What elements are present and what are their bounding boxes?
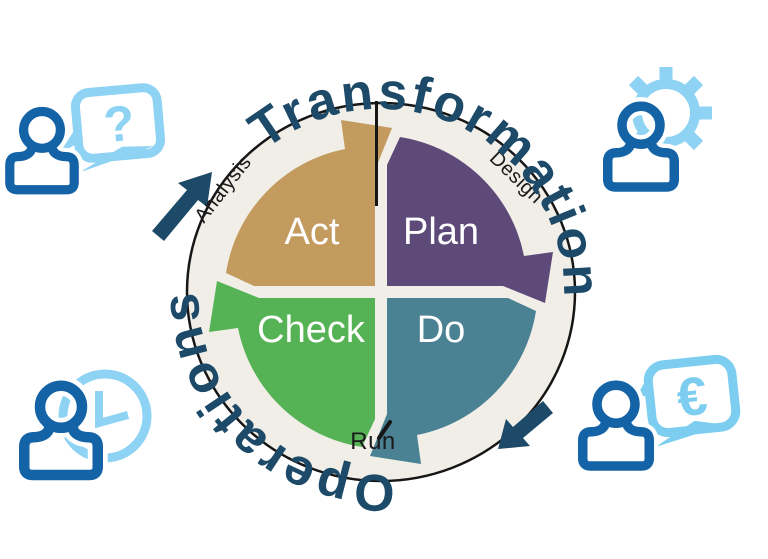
quadrant-do bbox=[370, 298, 536, 464]
ring-label-run: Run bbox=[350, 428, 396, 455]
person-gear-icon bbox=[608, 67, 712, 187]
bubble-frame bbox=[70, 83, 166, 163]
quadrant-act bbox=[226, 120, 392, 286]
clockwise-arrow-bottom-right bbox=[498, 401, 553, 449]
bubble-frame bbox=[643, 354, 741, 438]
person-euro-icon: € bbox=[583, 354, 741, 466]
question-mark-icon: ? bbox=[101, 95, 136, 153]
act-label: Act bbox=[285, 211, 340, 253]
do-label: Do bbox=[417, 309, 466, 351]
clockwise-arrow-top-left bbox=[152, 172, 212, 241]
person-question-icon: ? bbox=[10, 83, 166, 190]
question-bubble: ? bbox=[59, 83, 166, 173]
check-label: Check bbox=[257, 309, 366, 351]
quadrant-plan bbox=[387, 137, 553, 303]
plan-label: Plan bbox=[403, 211, 479, 253]
euro-sign-icon: € bbox=[674, 366, 710, 429]
person-clock-icon bbox=[24, 369, 152, 475]
bottom-divider-tick bbox=[377, 420, 392, 440]
clock-hands bbox=[95, 391, 130, 429]
quadrant-check bbox=[209, 281, 375, 447]
